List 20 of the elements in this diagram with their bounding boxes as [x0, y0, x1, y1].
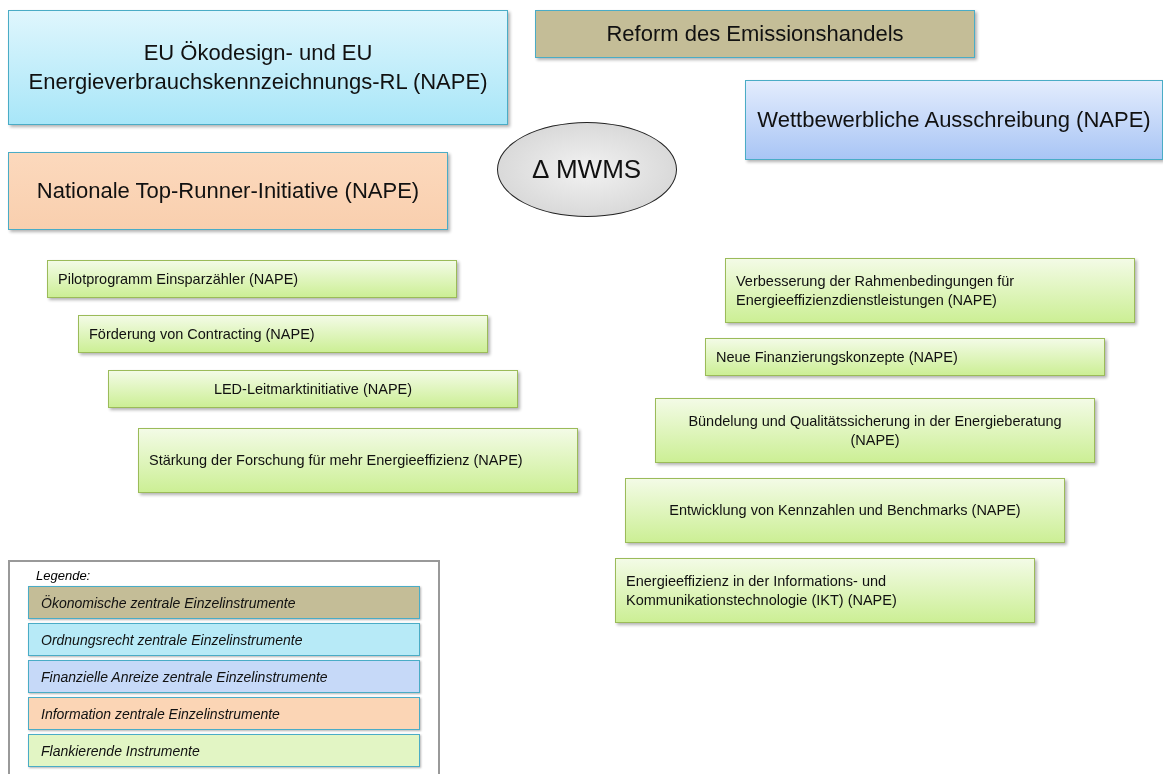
instrument-box: Wettbewerbliche Ausschreibung (NAPE) [745, 80, 1163, 160]
instrument-box: EU Ökodesign- und EU Energieverbrauchskennzeichnungs-RL (NAPE) [8, 10, 508, 125]
legend-swatch: Ordnungsrecht zentrale Einzelinstrumente [28, 623, 420, 656]
legend-swatch: Finanzielle Anreize zentrale Einzelinstrumente [28, 660, 420, 693]
instrument-box: Verbesserung der Rahmenbedingungen für Energieeffizienzdienstleistungen (NAPE) [725, 258, 1135, 323]
instrument-box: Reform des Emissionshandels [535, 10, 975, 58]
legend-swatch: Flankierende Instrumente [28, 734, 420, 767]
instrument-box: Neue Finanzierungskonzepte (NAPE) [705, 338, 1105, 376]
legend-title: Legende: [36, 568, 92, 583]
instrument-box: Pilotprogramm Einsparzähler (NAPE) [47, 260, 457, 298]
instrument-box: LED-Leitmarktinitiative (NAPE) [108, 370, 518, 408]
legend-swatch: Ökonomische zentrale Einzelinstrumente [28, 586, 420, 619]
instrument-box: Energieeffizienz in der Informations- und Kommunikationstechnologie (IKT) (NAPE) [615, 558, 1035, 623]
instrument-box: Förderung von Contracting (NAPE) [78, 315, 488, 353]
instrument-box: Entwicklung von Kennzahlen und Benchmarks (NAPE) [625, 478, 1065, 543]
instrument-box: Bündelung und Qualitätssicherung in der Energieberatung (NAPE) [655, 398, 1095, 463]
instrument-box: Stärkung der Forschung für mehr Energieeffizienz (NAPE) [138, 428, 578, 493]
legend-swatch: Information zentrale Einzelinstrumente [28, 697, 420, 730]
ellipse-node: ∆ MWMS [497, 122, 677, 217]
instrument-box: Nationale Top-Runner-Initiative (NAPE) [8, 152, 448, 230]
